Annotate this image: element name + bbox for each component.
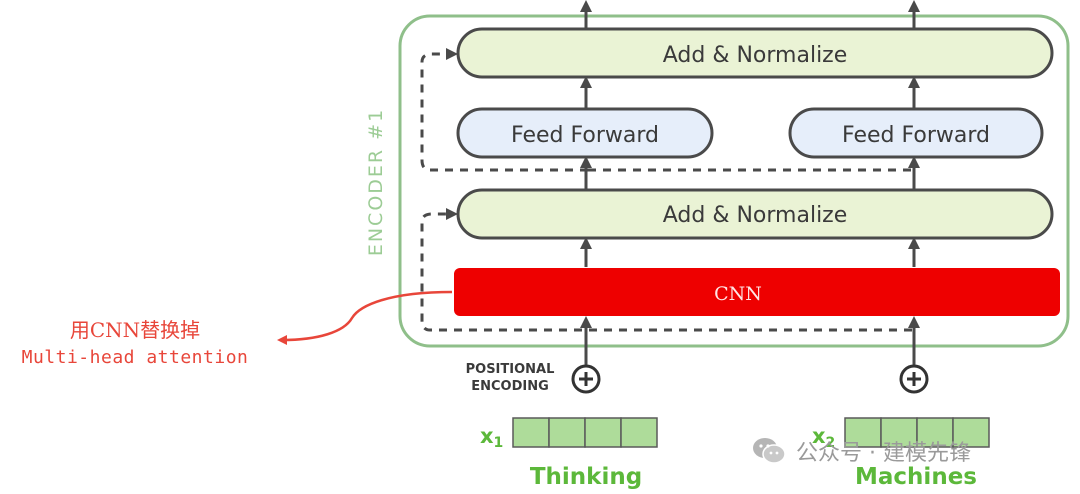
input-label-2: x2: [812, 424, 835, 451]
watermark-text: 公众号 · 建模先锋: [796, 441, 971, 466]
input-vector-2: [844, 417, 990, 448]
add-normalize-top-label: Add & Normalize: [663, 43, 848, 68]
watermark: 公众号 · 建模先锋: [752, 434, 971, 468]
cnn-block: [454, 268, 1060, 316]
residual-path-bottom: [420, 208, 912, 332]
annotation-line2: Multi-head attention: [21, 347, 249, 368]
encoder-title: ENCODER #1: [365, 108, 387, 256]
annotation-line1: 用CNN替换掉: [69, 318, 201, 342]
input-word-2: Machines: [855, 464, 977, 490]
input-word-1: Thinking: [530, 464, 642, 490]
add-normalize-bottom: [456, 188, 1054, 240]
cnn-label: CNN: [714, 283, 762, 305]
add-normalize-bottom-label: Add & Normalize: [663, 203, 848, 228]
plus-icon-right: [899, 364, 929, 394]
plus-icon-left: [571, 364, 601, 394]
input-vector-1: [512, 417, 658, 448]
positional-encoding-line1: POSITIONAL: [466, 362, 555, 377]
positional-encoding-line2: ENCODING: [471, 379, 549, 394]
encoder-box: [398, 14, 1070, 348]
input-label-1: x1: [480, 424, 503, 451]
add-normalize-top: [456, 27, 1054, 79]
feed-forward-right-label: Feed Forward: [842, 123, 990, 148]
wechat-icon: [753, 438, 786, 464]
annotation-arrow: [277, 290, 453, 345]
feed-forward-left-label: Feed Forward: [511, 123, 659, 148]
